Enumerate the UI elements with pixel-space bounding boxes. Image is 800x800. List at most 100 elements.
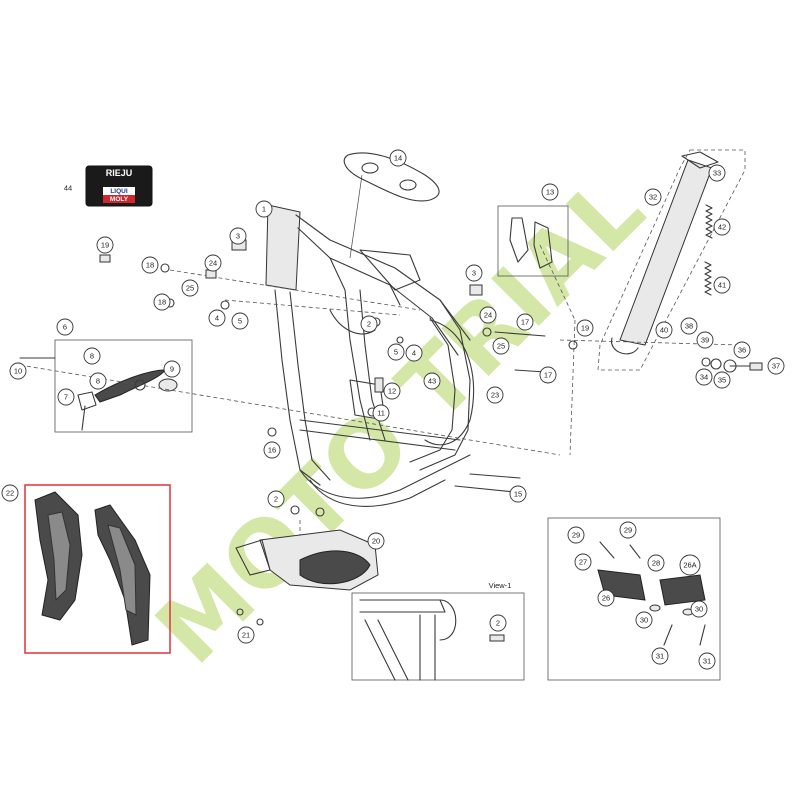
callout-3: 3 <box>229 227 247 245</box>
part-15-axle-upper <box>469 473 521 479</box>
stand-hardware <box>701 357 763 373</box>
callout-9: 9 <box>163 360 181 378</box>
callout-4: 4 <box>208 309 226 327</box>
callout-32: 32 <box>644 188 662 206</box>
svg-text:21: 21 <box>242 631 250 640</box>
svg-text:12: 12 <box>388 387 396 396</box>
part-17-bolt-upper <box>494 331 546 337</box>
callout-21: 21 <box>237 626 255 644</box>
svg-text:4: 4 <box>412 349 416 358</box>
svg-text:16: 16 <box>268 446 276 455</box>
svg-text:6: 6 <box>63 323 67 332</box>
svg-text:30: 30 <box>640 616 648 625</box>
svg-text:14: 14 <box>394 154 402 163</box>
svg-text:39: 39 <box>701 336 709 345</box>
callout-8-2: 8 <box>89 372 107 390</box>
callout-30: 30 <box>635 611 653 629</box>
callout-19-2: 19 <box>576 319 594 337</box>
callout-29: 29 <box>567 526 585 544</box>
svg-text:19: 19 <box>581 324 589 333</box>
callout-18-2: 18 <box>153 293 171 311</box>
callout-25: 25 <box>181 279 199 297</box>
callout-3-2: 3 <box>465 264 483 282</box>
svg-text:29: 29 <box>624 526 632 535</box>
callout-40: 40 <box>655 321 673 339</box>
svg-text:36: 36 <box>738 346 746 355</box>
callout-26a: 26A <box>679 554 701 576</box>
svg-text:2: 2 <box>367 320 371 329</box>
svg-text:8: 8 <box>90 352 94 361</box>
svg-text:13: 13 <box>546 188 554 197</box>
svg-text:32: 32 <box>649 193 657 202</box>
callout-26: 26 <box>597 589 615 607</box>
callout-36: 36 <box>733 341 751 359</box>
svg-text:28: 28 <box>652 559 660 568</box>
callout-24: 24 <box>204 254 222 272</box>
callout-28: 28 <box>647 554 665 572</box>
svg-text:27: 27 <box>579 558 587 567</box>
callout-37: 37 <box>767 357 785 375</box>
callout-5-2: 5 <box>387 343 405 361</box>
part-41-spring <box>704 261 712 296</box>
callout-14: 14 <box>389 149 407 167</box>
logo-sponsor-line1: LIQUI <box>110 188 128 195</box>
callout-13: 13 <box>541 183 559 201</box>
callout-6: 6 <box>56 318 74 336</box>
callout-2-3: 2 <box>489 614 507 632</box>
svg-text:19: 19 <box>101 241 109 250</box>
callout-41: 41 <box>713 276 731 294</box>
rieju-logo-sticker: RIEJU LIQUI MOLY <box>85 165 153 207</box>
callout-2-2: 2 <box>267 490 285 508</box>
svg-text:11: 11 <box>377 409 385 418</box>
callout-15: 15 <box>509 485 527 503</box>
part-13-bracket-left <box>509 217 529 263</box>
svg-text:4: 4 <box>215 314 219 323</box>
view-1-label: View-1 <box>489 581 512 590</box>
svg-text:38: 38 <box>685 322 693 331</box>
svg-text:1: 1 <box>262 205 266 214</box>
svg-text:44: 44 <box>64 184 72 193</box>
svg-text:17: 17 <box>521 318 529 327</box>
svg-text:29: 29 <box>572 531 580 540</box>
callout-1: 1 <box>255 200 273 218</box>
callout-8: 8 <box>83 347 101 365</box>
callout-34: 34 <box>695 368 713 386</box>
callout-27: 27 <box>574 553 592 571</box>
svg-text:18: 18 <box>158 298 166 307</box>
svg-text:26A: 26A <box>683 561 696 570</box>
svg-text:5: 5 <box>238 317 242 326</box>
svg-text:2: 2 <box>496 619 500 628</box>
watermark: MOTO TRIAL <box>136 156 664 684</box>
callout-22: 22 <box>1 484 19 502</box>
callout-31: 31 <box>651 647 669 665</box>
part-42-spring <box>705 204 713 239</box>
callout-39: 39 <box>696 331 714 349</box>
part-20-skid-plate <box>235 529 379 591</box>
svg-text:43: 43 <box>428 377 436 386</box>
svg-text:8: 8 <box>96 377 100 386</box>
kickstart-lever <box>77 369 178 431</box>
svg-text:23: 23 <box>491 391 499 400</box>
callout-17: 17 <box>516 313 534 331</box>
callout-24-2: 24 <box>479 306 497 324</box>
part-13-bracket-right <box>533 221 553 269</box>
svg-text:41: 41 <box>718 281 726 290</box>
svg-text:25: 25 <box>497 342 505 351</box>
svg-text:5: 5 <box>394 348 398 357</box>
callout-23: 23 <box>486 386 504 404</box>
part-6-kickstart-box <box>54 339 193 433</box>
callout-11: 11 <box>372 404 390 422</box>
svg-text:9: 9 <box>170 365 174 374</box>
callout-labels: 1222334455678891011121314151617171818191… <box>1 149 785 670</box>
part-22-frame-guards <box>34 491 151 646</box>
svg-text:35: 35 <box>718 376 726 385</box>
svg-text:2: 2 <box>274 495 278 504</box>
svg-text:20: 20 <box>372 537 380 546</box>
svg-text:24: 24 <box>484 311 492 320</box>
svg-text:31: 31 <box>656 652 664 661</box>
svg-text:25: 25 <box>186 284 194 293</box>
view-1-box <box>351 592 525 681</box>
callout-42: 42 <box>713 218 731 236</box>
watermark-text: MOTO TRIAL <box>136 156 664 684</box>
